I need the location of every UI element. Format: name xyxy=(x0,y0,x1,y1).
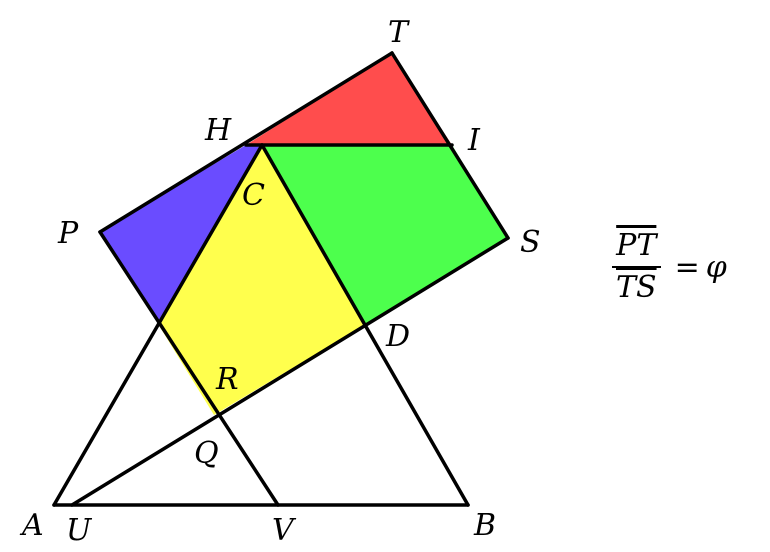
label-R: R xyxy=(215,362,239,397)
edge-S-U xyxy=(70,236,510,507)
label-B: B xyxy=(473,508,496,543)
label-U: U xyxy=(66,513,93,548)
label-D: D xyxy=(385,319,410,354)
label-T: T xyxy=(388,15,410,50)
red-triangle xyxy=(246,53,452,145)
label-H: H xyxy=(204,113,232,148)
golden-ratio-formula: PT TS = φ xyxy=(612,228,727,306)
fraction: PT TS xyxy=(612,228,661,306)
edge-P-T xyxy=(98,51,394,234)
yellow-region xyxy=(158,145,366,415)
green-region xyxy=(262,145,508,324)
label-C: C xyxy=(242,178,265,213)
fraction-bar xyxy=(612,266,661,268)
label-P: P xyxy=(57,216,79,251)
label-V: V xyxy=(272,513,297,548)
edge-P-V xyxy=(98,230,280,507)
phi-symbol: φ xyxy=(705,249,727,285)
edge-A-C xyxy=(52,143,264,507)
fraction-numerator: PT xyxy=(616,228,657,263)
label-I: I xyxy=(467,123,481,158)
edge-C-B xyxy=(260,143,470,507)
fraction-denominator: TS xyxy=(616,270,657,305)
label-S: S xyxy=(520,225,541,260)
blue-region xyxy=(100,145,262,324)
label-A: A xyxy=(19,508,44,543)
label-Q: Q xyxy=(194,436,219,471)
equals-sign: = xyxy=(674,249,700,285)
